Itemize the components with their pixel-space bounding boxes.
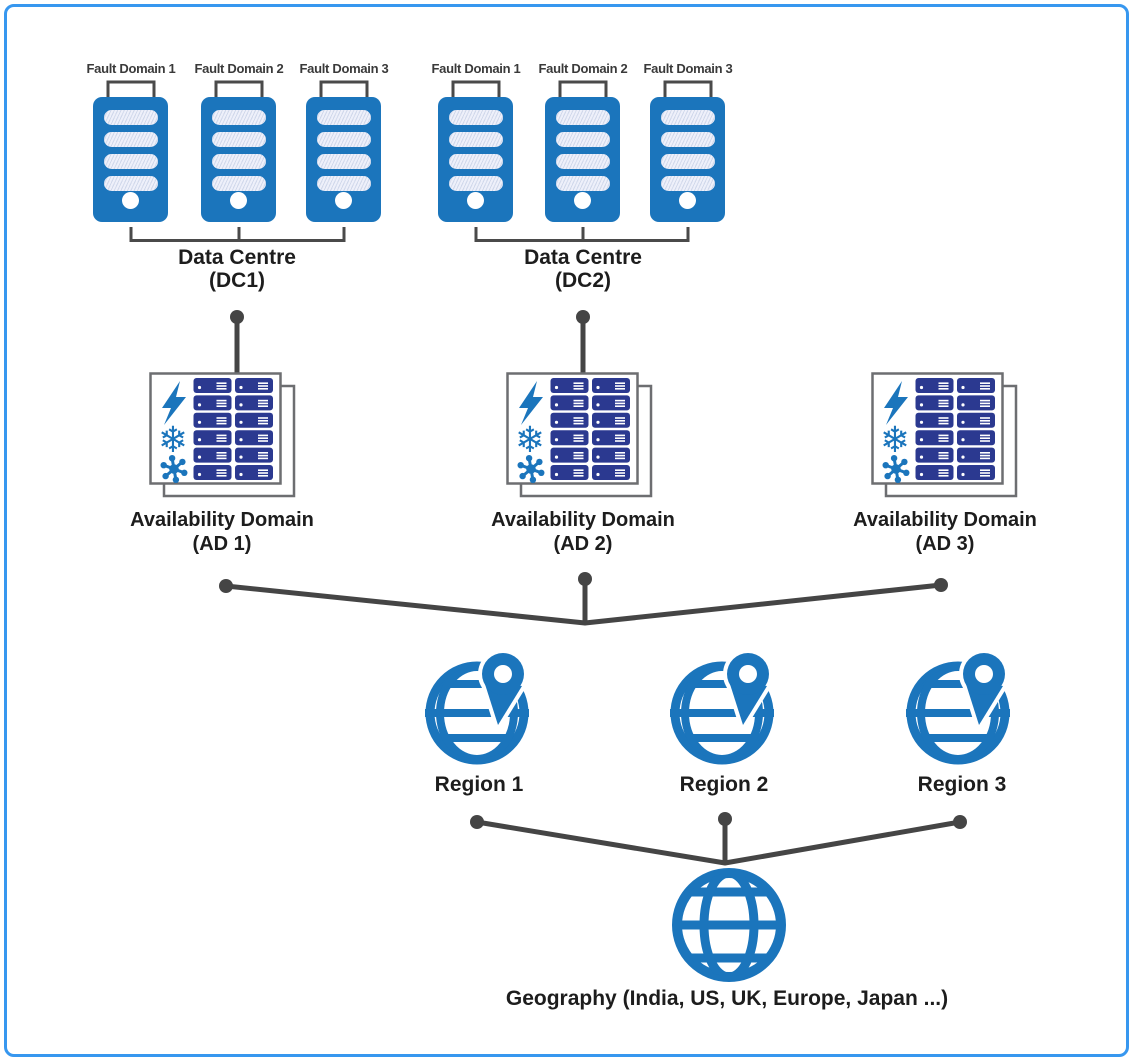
availability-domain-name: Availability Domain bbox=[491, 509, 675, 531]
fault-domain-brackets bbox=[106, 80, 713, 97]
fault-domain-label: Fault Domain 1 bbox=[431, 61, 521, 76]
dc-to-ad-connectors bbox=[230, 310, 590, 374]
fault-domain-label: Fault Domain 2 bbox=[538, 61, 628, 76]
server-tower-icon bbox=[93, 97, 168, 222]
availability-domain-icon bbox=[149, 372, 296, 498]
server-tower-icon bbox=[545, 97, 620, 222]
data-centre-name: Data Centre bbox=[178, 246, 296, 269]
region-label: Region 3 bbox=[917, 773, 1007, 796]
data-centre-brackets bbox=[129, 227, 690, 242]
data-centre-name: Data Centre bbox=[524, 246, 642, 269]
availability-domain-code: (AD 2) bbox=[553, 533, 613, 555]
server-tower-icon bbox=[201, 97, 276, 222]
region-label: Region 2 bbox=[679, 773, 769, 796]
region-globe-pin-icon bbox=[670, 647, 800, 772]
geography-globe-icon bbox=[672, 868, 786, 982]
availability-domain-code: (AD 3) bbox=[915, 533, 975, 555]
availability-domain-name: Availability Domain bbox=[130, 509, 314, 531]
server-tower-icon bbox=[438, 97, 513, 222]
geography-label: Geography (India, US, UK, Europe, Japan … bbox=[505, 987, 949, 1010]
region-to-geography-connectors bbox=[470, 812, 967, 866]
region-globe-pin-icon bbox=[425, 647, 555, 772]
availability-domain-code: (AD 1) bbox=[192, 533, 252, 555]
fault-domain-label: Fault Domain 2 bbox=[194, 61, 284, 76]
region-globe-pin-icon bbox=[906, 647, 1036, 772]
server-tower-icon bbox=[650, 97, 725, 222]
data-centre-code: (DC2) bbox=[555, 269, 611, 292]
availability-domain-name: Availability Domain bbox=[853, 509, 1037, 531]
region-label: Region 1 bbox=[434, 773, 524, 796]
fault-domain-label: Fault Domain 1 bbox=[86, 61, 176, 76]
availability-domain-icon bbox=[871, 372, 1018, 498]
fault-domain-label: Fault Domain 3 bbox=[299, 61, 389, 76]
availability-domain-icon bbox=[506, 372, 653, 498]
server-tower-icon bbox=[306, 97, 381, 222]
fault-domain-label: Fault Domain 3 bbox=[643, 61, 733, 76]
ad-to-region-connectors bbox=[219, 572, 948, 626]
data-centre-code: (DC1) bbox=[209, 269, 265, 292]
